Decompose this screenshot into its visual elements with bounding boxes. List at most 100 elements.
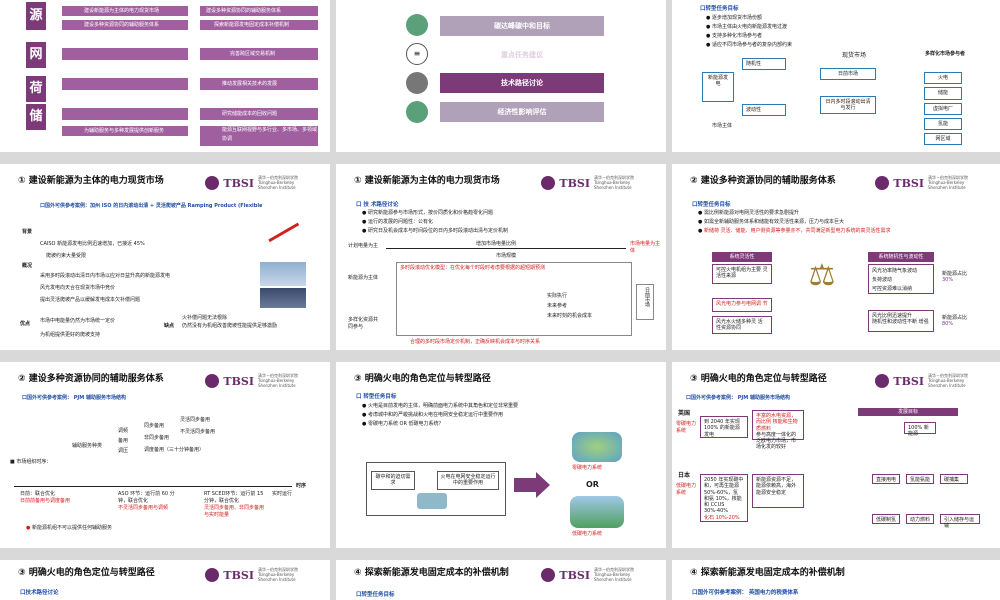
slide-8[interactable]: ③ 明确火电的角色定位与转型路径 口 转型任务目标 火电是目前发电的主体，明确前… [336, 362, 666, 548]
bottom-text: 合理的多时段市场定价机制，正确反映机会成本与时序关系 [410, 339, 541, 345]
volatility-box: 波动性 [742, 104, 786, 116]
slide6-subtitle: 口转型任务目标 [692, 202, 731, 208]
need-box: 碳中和的迫切需求 [371, 471, 415, 490]
goal-header: 发展目标 [858, 408, 958, 416]
slide-3[interactable]: 口转型任务目标 逐步增加现货市场份额市场主体由火电向新能源发电过渡支持多种化市场… [672, 0, 1000, 152]
uk-box-1: 到 2040 年实现100% 的新能源发电 [700, 416, 748, 438]
flex-box-1: 可控火电机组为主要 灵活性来源 [712, 264, 772, 284]
goal-box-6: 动力燃料 [906, 514, 934, 524]
model-legend: 实际执行未来参考未来时刻的机会成本 [547, 293, 593, 319]
slide-1[interactable]: 源 网 荷 储 建设新能源为主体的电力现货市场 建设多种资源协同的辅助服务体系 … [0, 0, 330, 152]
slide-12[interactable]: ④ 探索新能源发电固定成本的补偿机制 口国外可供参考案例： 英国电力的税费体系 [672, 560, 1000, 600]
row-blank-1 [62, 48, 188, 60]
jp-goal: 低碳电力系统 [676, 483, 697, 496]
balance-icon [417, 493, 447, 509]
goal-box-1: 100% 新能源 [904, 422, 936, 437]
market-agent: 市场主体 [712, 123, 733, 129]
market-scale: 市场规模 [496, 253, 517, 259]
slide8-title: ③ 明确火电的角色定位与转型路径 [354, 374, 491, 384]
slide7-note: ● 新能源机组不可以提供任何辅助服务 [26, 525, 112, 531]
slide6-title: ② 建设多种资源协同的辅助服务体系 [690, 176, 836, 186]
timeline-line [14, 486, 292, 487]
agenda-item-4[interactable]: 经济性影响评估 [440, 102, 604, 122]
seal-icon [205, 176, 220, 191]
role-box: 火电在电网安全稳定运行中的重要作用 [437, 471, 499, 490]
slide5-title: ① 建设新能源为主体的电力现货市场 [354, 176, 500, 186]
jp-label: 日本 [678, 472, 691, 479]
slide3-bullets: 逐步增加现货市场份额市场主体由火电向新能源发电过渡支持多种化市场参与者适应不同市… [706, 14, 792, 50]
slide11-title: ④ 探索新能源发电固定成本的补偿机制 [354, 568, 509, 578]
row-7: 推动发展相关技术的发展 [200, 78, 318, 90]
agenda-item-1[interactable]: 碳达峰碳中和目标 [440, 16, 604, 36]
agenda-icon-1 [406, 14, 428, 36]
slide4-title: ① 建设新能源为主体的电力现货市场 [18, 176, 164, 186]
agenda-item-3[interactable]: 技术路径讨论 [440, 73, 604, 93]
random-box-2: 风光比例迅速提升随机性和波动性不断 增强 [868, 310, 934, 332]
slide8-bullets: 火电是目前发电的主体，明确前面电力系统中其角色和定位非常重要考虑城中和的严峻挑战… [362, 402, 518, 429]
big-arrow-icon [514, 478, 538, 492]
random-box: 随机性 [742, 58, 786, 70]
slide4-case: 口国外可供参考案例：加州 ISO 的日内滚动出清 + 灵活爬坡产品 Rampin… [40, 203, 263, 209]
seal-icon [875, 176, 890, 191]
row-3: 建设多种资源协同的辅助服务体系 [62, 20, 188, 30]
row-4b: 探索新能源发电固定成本补偿机制 [200, 20, 318, 30]
slide9-case: 口国外可供参考案例： PJM 辅助服务市场结构 [686, 395, 790, 401]
flex-box-2: 风光电力参与电网调 节 [712, 298, 772, 312]
trend-arrow-icon [268, 222, 306, 254]
agenda-item-2[interactable]: 重点任务建议 [440, 45, 604, 65]
flex-box-3: 风光水火储多种灵 活 性资源协同 [712, 316, 772, 334]
slide3-subtitle: 口转型任务目标 [700, 6, 739, 12]
tag-storage: 储 [26, 104, 46, 130]
slide10-subtitle: 口技术路径讨论 [20, 590, 59, 596]
seal-icon [875, 374, 890, 389]
bg-label: 背景 [22, 229, 33, 235]
goal-box-4: 碳捕集 [940, 474, 968, 484]
goal-box-5: 低碳制氢 [872, 514, 900, 524]
slide7-title: ② 建设多种资源协同的辅助服务体系 [18, 374, 164, 384]
flex-title: 系统灵活性 [712, 252, 772, 262]
market-main: 市场电量为主体 [630, 241, 661, 254]
seal-icon [205, 568, 220, 583]
seal-icon [541, 176, 556, 191]
tag-source: 源 [26, 2, 46, 30]
participants-title: 多样化市场参与者 [924, 51, 965, 57]
participant-list: 火电 储能 虚拟电厂 氢能 网区域 [924, 72, 962, 146]
tag-grid: 网 [26, 42, 46, 68]
slide6-bullets: 需比例新能源对电网灵活性的要求急剧提升如需全新辅助服务体系和储能有效灵活性来源，… [698, 209, 891, 236]
goal-box-3: 氢能氨能 [906, 474, 934, 484]
seal-icon [205, 374, 220, 389]
scale-frame: 碳中和的迫切需求 火电在电网安全稳定运行中的重要作用 [366, 462, 506, 516]
random-title: 系统随机性与波动性 [868, 252, 934, 262]
model-box: 多时段滚动优化模型：在优化每个时段时考虑要根据的超短期预测 实际执行未来参考未来… [396, 262, 632, 336]
row-9: 为辅助服务与多种发展提供创新服务 [62, 126, 188, 136]
slide9-title: ③ 明确火电的角色定位与转型路径 [690, 374, 827, 384]
jp-box-2: 新能源资源不足，能源依赖高，海外能源安全稳定 [752, 474, 804, 508]
plan-label: 计划电量为主 [348, 243, 379, 249]
solar-image [260, 288, 306, 308]
mid-nodes: 调频备用调压 [118, 428, 129, 454]
dayahead-side: 日前市场 [636, 284, 654, 320]
slide10-title: ③ 明确火电的角色定位与转型路径 [18, 568, 155, 578]
goal-box-2: 直接用电 [872, 474, 900, 484]
row-6: 完善跨区域交易机制 [200, 48, 318, 60]
slide5-subtitle: 口 技 术路径讨论 [356, 202, 399, 208]
slide12-title: ④ 探索新能源发电固定成本的补偿机制 [690, 568, 845, 578]
big-arrow-head-icon [536, 472, 550, 498]
agenda-icon-2: ≡ [406, 43, 428, 65]
jp-box-1: 2050 年实现碳中和，可再生能源 50%-60%，氢 和氨 10%，核能和 C… [700, 474, 748, 522]
dayahead-box: 日前市场 [820, 68, 876, 80]
slide-2[interactable]: 碳达峰碳中和目标 ≡ 重点任务建议 技术路径讨论 经济性影响评估 [336, 0, 666, 152]
row-1: 建设新能源为主体的电力现货市场 [62, 6, 188, 16]
